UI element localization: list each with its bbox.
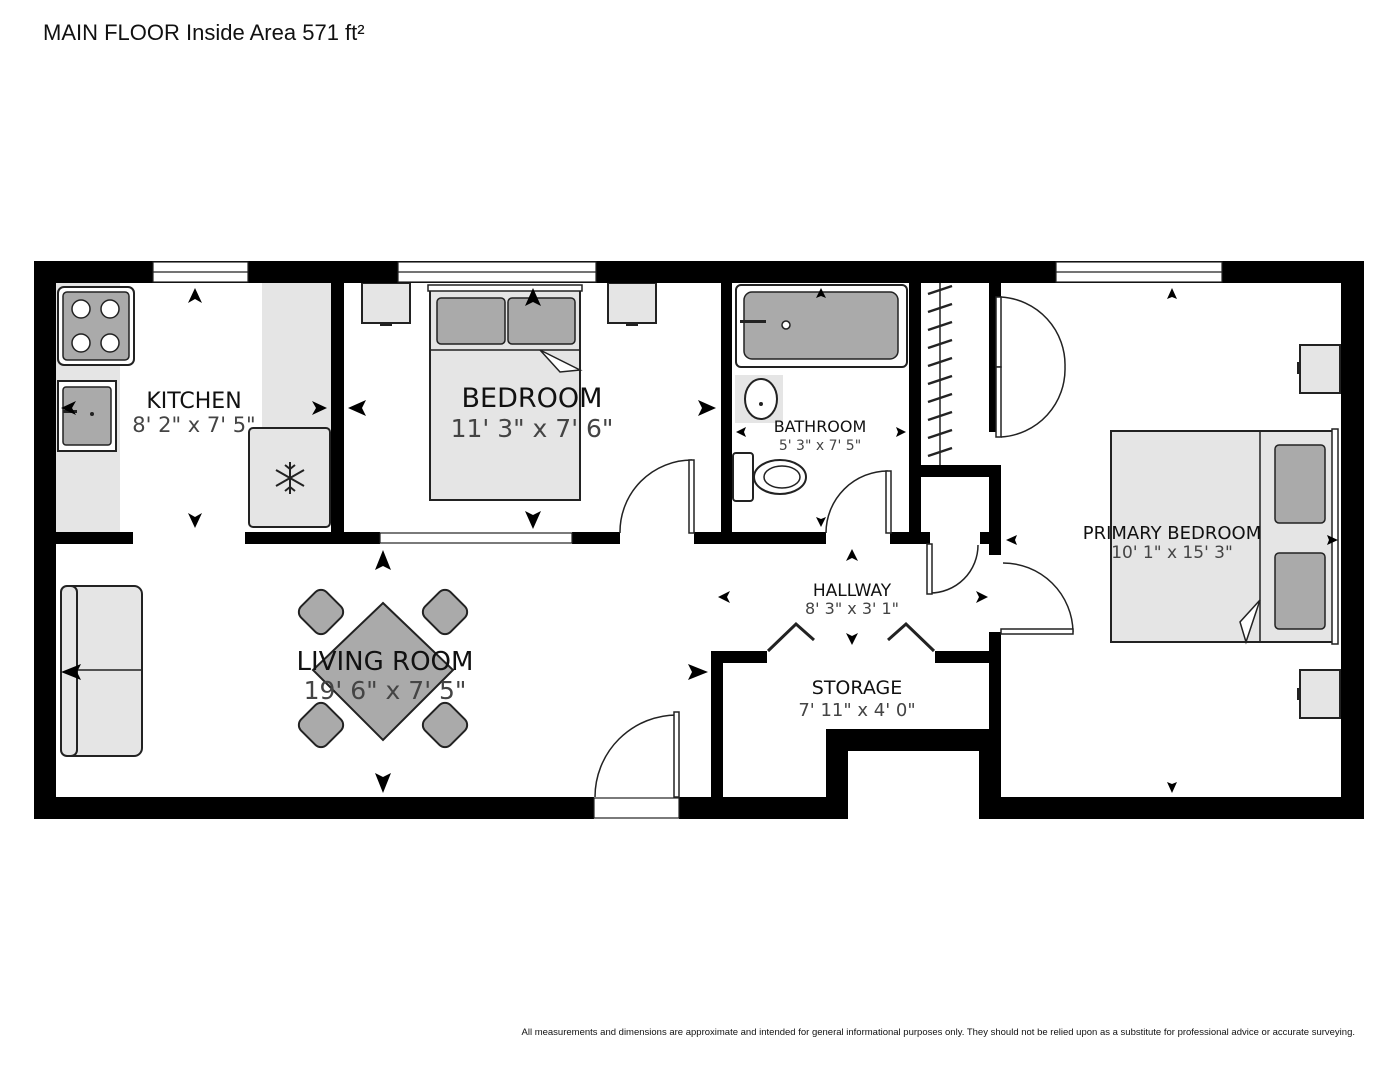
bathtub-icon <box>735 284 908 368</box>
area-label: Inside Area <box>186 20 297 45</box>
closet-icon <box>927 283 953 465</box>
nightstand-icon <box>607 282 657 326</box>
dining-table-icon <box>297 588 469 749</box>
door-swing-icon <box>825 470 892 534</box>
living-room-name: LIVING ROOM <box>297 647 474 677</box>
floor-label: MAIN FLOOR <box>43 20 180 45</box>
bathroom-sink-icon <box>735 375 783 423</box>
window-icon <box>379 532 573 544</box>
nightstand-icon <box>1297 344 1341 394</box>
window-icon <box>397 261 597 283</box>
bifold-door-icon <box>766 621 936 653</box>
door-swing-icon <box>619 459 695 534</box>
hallway-name: HALLWAY <box>813 581 892 601</box>
hallway-dims: 8' 3" x 3' 1" <box>805 599 899 618</box>
kitchen-name: KITCHEN <box>146 389 241 414</box>
door-swing-icon <box>1000 562 1074 635</box>
walls <box>34 261 1364 819</box>
floor-plan-title: MAIN FLOOR Inside Area 571 ft² <box>43 20 365 46</box>
window-icon <box>152 261 249 283</box>
kitchen-dims: 8' 2" x 7' 5" <box>132 413 255 437</box>
door-swing-icon <box>926 543 979 595</box>
area-value: 571 ft² <box>302 20 365 45</box>
storage-dims: 7' 11" x 4' 0" <box>798 700 915 721</box>
bed-icon <box>427 284 583 501</box>
living-room-dims: 19' 6" x 7' 5" <box>304 676 467 705</box>
bathroom-dims: 5' 3" x 7' 5" <box>779 438 861 454</box>
stove-icon <box>57 286 135 366</box>
toilet-icon <box>732 452 807 502</box>
primary-bedroom-dims: 10' 1" x 15' 3" <box>1111 543 1233 563</box>
refrigerator-icon <box>248 427 331 528</box>
window-icon <box>1055 261 1223 283</box>
door-swing-icon <box>594 711 680 798</box>
measurement-arrows <box>61 288 1338 793</box>
bedroom-name: BEDROOM <box>462 383 603 414</box>
bathroom-name: BATHROOM <box>774 417 867 436</box>
storage-name: STORAGE <box>812 677 902 699</box>
bedroom-dims: 11' 3" x 7' 6" <box>451 414 614 443</box>
entry-opening <box>593 797 680 819</box>
door-swing-icon <box>995 296 1066 438</box>
sink-icon <box>57 380 117 452</box>
nightstand-icon <box>1297 669 1341 719</box>
primary-bedroom-name: PRIMARY BEDROOM <box>1083 523 1262 544</box>
snowflake-icon <box>275 462 305 494</box>
disclaimer-text: All measurements and dimensions are appr… <box>521 1027 1356 1038</box>
nightstand-icon <box>361 282 411 326</box>
bed-icon <box>1110 428 1339 645</box>
